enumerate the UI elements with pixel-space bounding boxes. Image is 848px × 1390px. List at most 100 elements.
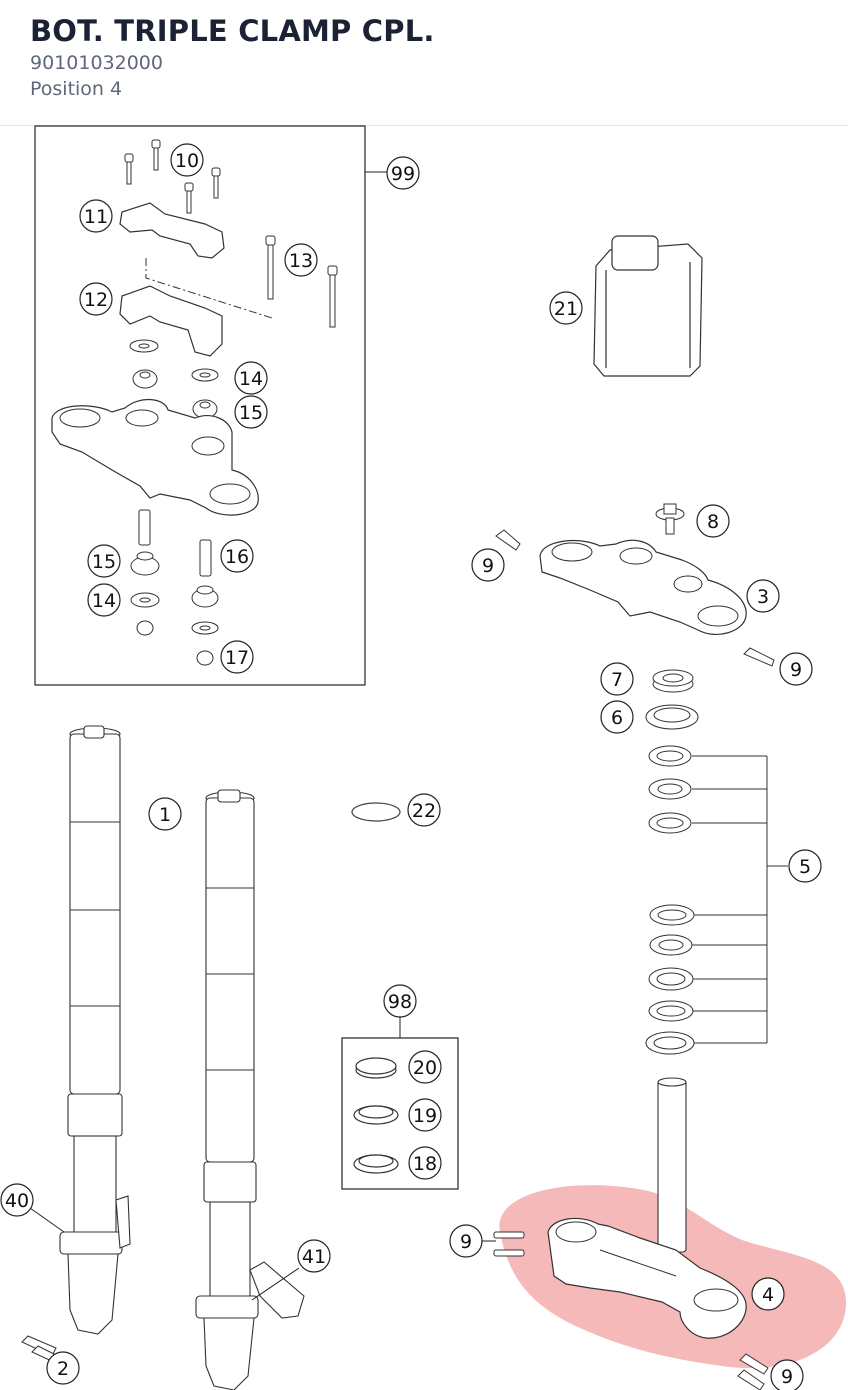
callout-circle (386, 156, 420, 190)
callout-circle (770, 1359, 804, 1390)
clamp-upper-details (551, 542, 739, 627)
callout-number: 15 (239, 402, 263, 424)
callout-13[interactable]: 13 (284, 243, 318, 277)
callout-40[interactable]: 40 (0, 1183, 34, 1217)
callout-9[interactable]: 9 (471, 548, 505, 582)
callout-10[interactable]: 10 (170, 143, 204, 177)
bottom-clamp-details (555, 1221, 739, 1312)
callout-number: 5 (799, 856, 811, 878)
callout-3[interactable]: 3 (746, 579, 780, 613)
callout-15[interactable]: 15 (87, 544, 121, 578)
callout-14[interactable]: 14 (87, 583, 121, 617)
callout-7[interactable]: 7 (600, 662, 634, 696)
callout-circle (234, 395, 268, 429)
callout-16[interactable]: 16 (220, 539, 254, 573)
callout-number: 98 (388, 991, 412, 1013)
callout-5[interactable]: 5 (788, 849, 822, 883)
callout-circle (746, 579, 780, 613)
callout-9[interactable]: 9 (779, 652, 813, 686)
callout-circle (46, 1351, 80, 1385)
callout-21[interactable]: 21 (549, 291, 583, 325)
callout-number: 12 (84, 289, 108, 311)
kit-lower-parts (130, 509, 219, 666)
callout-number: 21 (554, 298, 578, 320)
callout-99[interactable]: 99 (386, 156, 420, 190)
callout-20[interactable]: 20 (408, 1050, 442, 1084)
part-number: 90101032000 (30, 52, 163, 74)
callout-circle (600, 662, 634, 696)
callout-number: 2 (57, 1358, 69, 1380)
callout-number: 1 (159, 804, 171, 826)
callout-98[interactable]: 98 (383, 984, 417, 1018)
callout-circle (788, 849, 822, 883)
o-ring-22 (351, 802, 401, 822)
bolt-9-bottom (493, 1231, 769, 1390)
callout-9[interactable]: 9 (770, 1359, 804, 1390)
kit-box-99 (34, 125, 366, 686)
leader-line (251, 1267, 300, 1301)
callout-1[interactable]: 1 (148, 797, 182, 831)
page-header: BOT. TRIPLE CLAMP CPL. 90101032000 Posit… (0, 0, 848, 126)
callout-6[interactable]: 6 (600, 700, 634, 734)
callout-number: 10 (175, 150, 199, 172)
callout-number: 9 (781, 1366, 793, 1388)
callout-number: 99 (391, 163, 415, 185)
callout-circle (170, 143, 204, 177)
bearing-set (645, 745, 695, 1055)
callout-circle (79, 282, 113, 316)
callout-circle (696, 504, 730, 538)
bottom-triple-clamp (547, 1217, 747, 1339)
callout-19[interactable]: 19 (408, 1098, 442, 1132)
callout-circle (0, 1183, 34, 1217)
callout-circle (408, 1098, 442, 1132)
callout-circle (779, 652, 813, 686)
callout-2[interactable]: 2 (46, 1351, 80, 1385)
fork-leg-2 (195, 789, 305, 1390)
callout-circle (600, 700, 634, 734)
callout-number: 11 (84, 206, 108, 228)
callout-11[interactable]: 11 (79, 199, 113, 233)
leader-line (29, 1207, 65, 1233)
triple-clamp-upper (539, 539, 747, 635)
callout-circle (234, 361, 268, 395)
callout-number: 9 (482, 555, 494, 577)
callout-circle (408, 1146, 442, 1180)
callout-circle (549, 291, 583, 325)
callout-number: 13 (289, 250, 313, 272)
callout-18[interactable]: 18 (408, 1146, 442, 1180)
callout-4[interactable]: 4 (751, 1277, 785, 1311)
callout-circle (220, 640, 254, 674)
callout-9[interactable]: 9 (449, 1224, 483, 1258)
callout-circle (148, 797, 182, 831)
callout-number: 16 (225, 546, 249, 568)
callout-41[interactable]: 41 (297, 1239, 331, 1273)
callout-12[interactable]: 12 (79, 282, 113, 316)
callout-14[interactable]: 14 (234, 361, 268, 395)
position-label: Position 4 (30, 78, 123, 100)
seal-rings (353, 1057, 399, 1174)
callout-number: 9 (460, 1231, 472, 1253)
handlebar-clamp-lower (119, 285, 223, 357)
callout-number: 17 (225, 647, 249, 669)
callout-number: 41 (302, 1246, 326, 1268)
callout-circle (79, 199, 113, 233)
callout-circle (87, 544, 121, 578)
callout-circle (449, 1224, 483, 1258)
callout-number: 4 (762, 1284, 774, 1306)
callout-number: 22 (412, 800, 436, 822)
upper-triple-clamp (51, 399, 259, 516)
callout-circle (407, 793, 441, 827)
handlebar-clamp-top (119, 202, 225, 259)
callout-circle (87, 583, 121, 617)
callout-circle (284, 243, 318, 277)
bolt-9 (495, 529, 775, 667)
grease-can (593, 235, 703, 377)
callout-17[interactable]: 17 (220, 640, 254, 674)
callout-15[interactable]: 15 (234, 395, 268, 429)
callout-22[interactable]: 22 (407, 793, 441, 827)
callout-number: 6 (611, 707, 623, 729)
callout-circle (383, 984, 417, 1018)
callout-8[interactable]: 8 (696, 504, 730, 538)
